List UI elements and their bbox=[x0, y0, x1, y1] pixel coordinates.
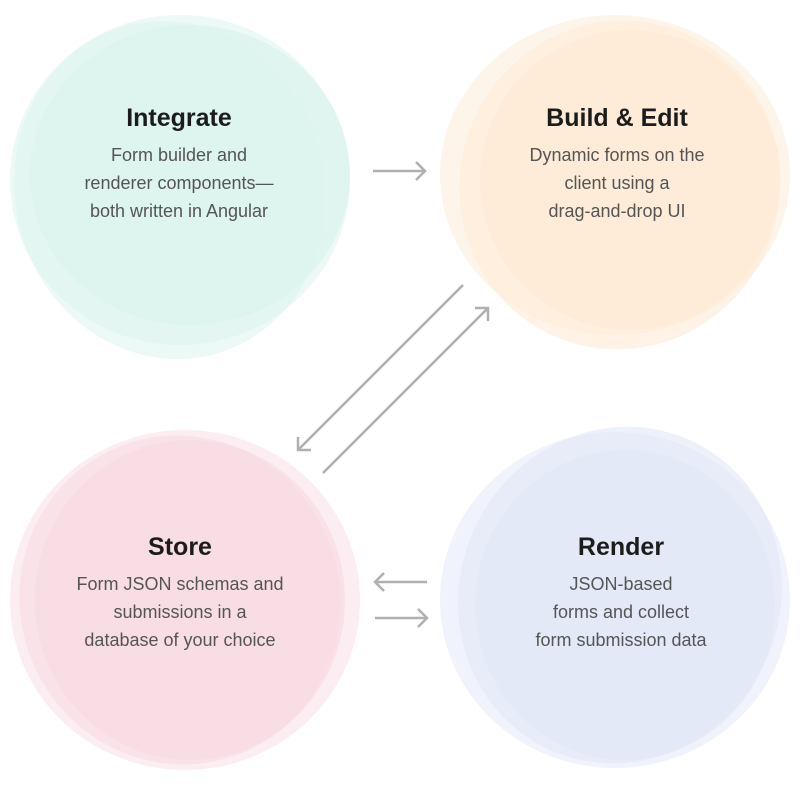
arrow-render-to-store bbox=[373, 572, 427, 592]
arrow-build-to-store bbox=[296, 284, 464, 452]
store-card: Store Form JSON schemas and submissions i… bbox=[30, 532, 330, 654]
build-line: Dynamic forms on the bbox=[529, 145, 705, 165]
integrate-line: renderer components— bbox=[84, 173, 274, 193]
store-line: database of your choice bbox=[84, 630, 276, 650]
integrate-line: Form builder and bbox=[110, 145, 248, 165]
integrate-line: both written in Angular bbox=[89, 201, 269, 221]
build-line: client using a bbox=[564, 173, 670, 193]
integrate-title: Integrate bbox=[126, 104, 232, 132]
render-title: Render bbox=[577, 533, 665, 561]
arrow-store-to-render bbox=[375, 608, 429, 628]
render-line: JSON-based bbox=[569, 574, 673, 594]
render-line: form submission data bbox=[535, 630, 707, 650]
store-line: Form JSON schemas and bbox=[76, 574, 284, 594]
render-card: Render JSON-based forms and collect form s… bbox=[471, 532, 771, 654]
store-blob bbox=[10, 430, 360, 770]
build-card: Build & Edit Dynamic forms on the client … bbox=[467, 103, 767, 225]
integrate-blob bbox=[10, 15, 350, 360]
render-blob bbox=[440, 426, 790, 768]
build-blob bbox=[440, 15, 790, 350]
arrow-store-to-build bbox=[322, 306, 490, 474]
arrow-integrate-to-build bbox=[373, 161, 427, 181]
store-line: submissions in a bbox=[113, 602, 247, 622]
render-line: forms and collect bbox=[552, 602, 690, 622]
build-title: Build & Edit bbox=[546, 104, 688, 132]
store-title: Store bbox=[148, 533, 212, 561]
build-line: drag-and-drop UI bbox=[548, 201, 686, 221]
integrate-card: Integrate Form builder and renderer compo… bbox=[29, 103, 329, 225]
